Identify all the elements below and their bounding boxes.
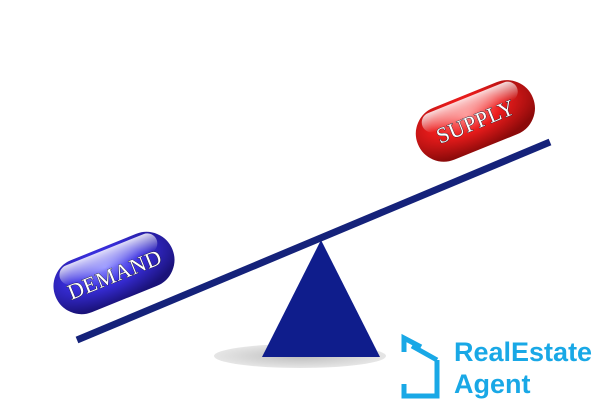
supply-pill: SUPPLY <box>413 78 537 164</box>
house-icon <box>401 333 440 399</box>
logo-line2: Agent <box>454 369 531 399</box>
seesaw-beam <box>75 138 552 344</box>
realestate-agent-logo: RealEstate Agent <box>401 333 592 399</box>
fulcrum-triangle <box>262 240 380 357</box>
demand-pill: DEMAND <box>51 229 177 317</box>
logo-line1: RealEstate <box>454 337 592 367</box>
